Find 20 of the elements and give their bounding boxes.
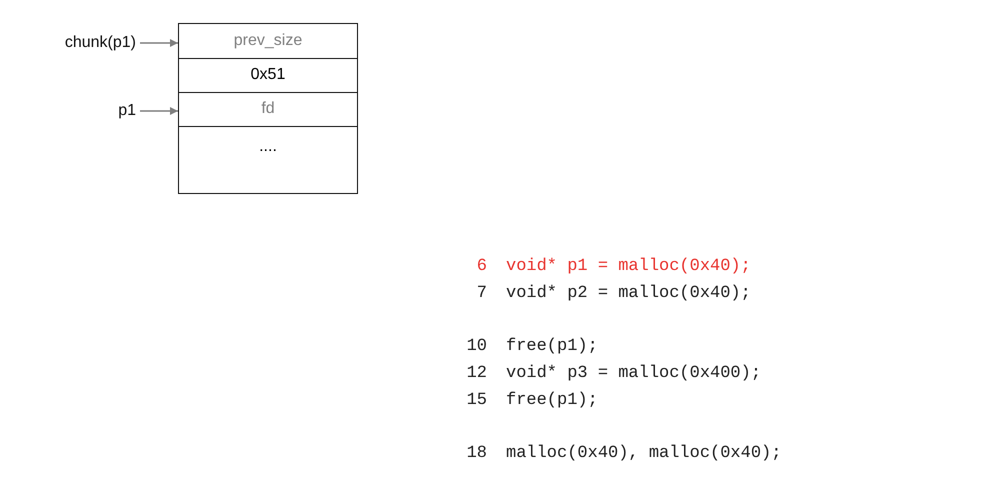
memory-cell: .... xyxy=(178,126,358,194)
code-line: void* p2 = malloc(0x40); xyxy=(506,283,751,305)
memory-cell: fd xyxy=(178,92,358,127)
line-number: 15 xyxy=(466,390,487,412)
memory-cell: prev_size xyxy=(178,23,358,59)
code-line: void* p3 = malloc(0x400); xyxy=(506,363,762,385)
line-number: 10 xyxy=(466,336,487,358)
line-number: 6 xyxy=(476,256,487,278)
arrow xyxy=(140,107,178,115)
pointer-label: p1 xyxy=(118,101,136,121)
line-number: 18 xyxy=(466,443,487,465)
arrow xyxy=(140,39,178,47)
code-line: malloc(0x40), malloc(0x40); xyxy=(506,443,782,465)
code-line: free(p1); xyxy=(506,336,598,358)
line-number: 12 xyxy=(466,363,487,385)
code-line: free(p1); xyxy=(506,390,598,412)
line-number: 7 xyxy=(476,283,487,305)
memory-cell: 0x51 xyxy=(178,58,358,93)
pointer-label: chunk(p1) xyxy=(64,33,136,53)
code-line: void* p1 = malloc(0x40); xyxy=(506,256,751,278)
